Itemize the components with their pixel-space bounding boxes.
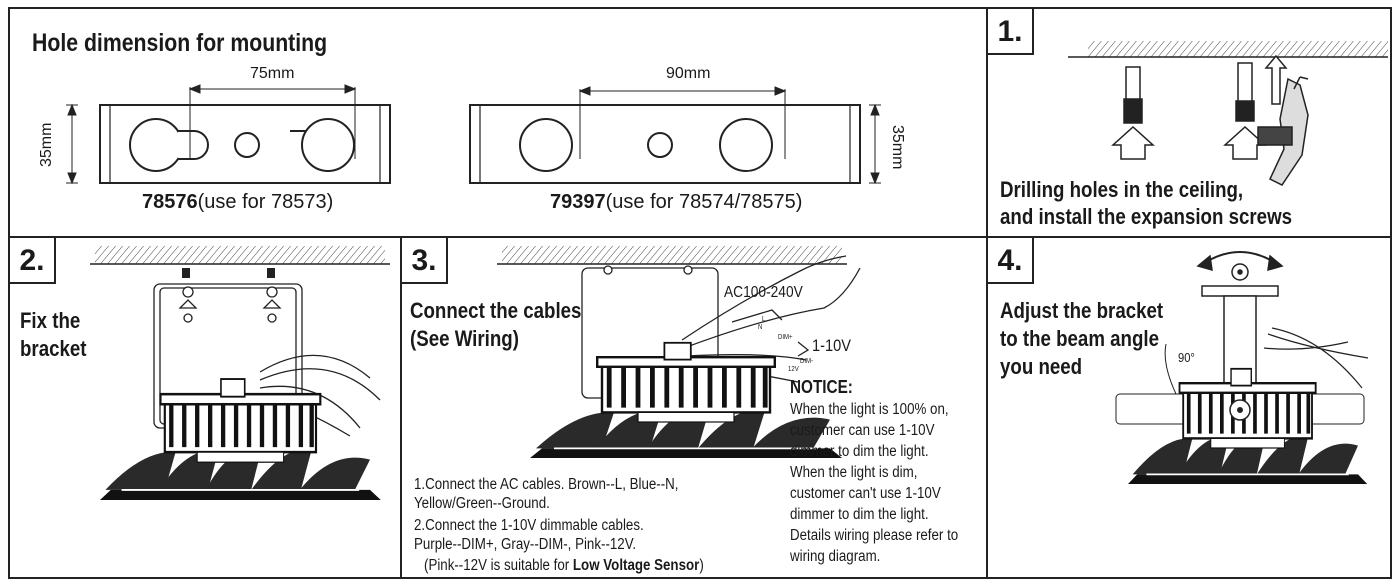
wire-n-label: N	[758, 324, 763, 331]
step1-panel: 1. Drilling holes in the ceiling, and in…	[986, 7, 1392, 238]
notice-line: customer can use 1-10V	[790, 422, 935, 439]
step4-panel: 4. Adjust the bracket to the beam angle …	[986, 236, 1392, 579]
notice-title: NOTICE:	[790, 377, 853, 397]
bracket-b-use: (use for 78574/78575)	[605, 191, 803, 213]
step1-caption-line1: Drilling holes in the ceiling,	[1000, 177, 1244, 202]
bracket-a-height-label: 35mm	[38, 122, 55, 167]
step4-drawing	[1115, 251, 1392, 579]
step2-caption-line2: bracket	[20, 336, 87, 361]
notice-line: dimmer to dim the light.	[790, 443, 929, 460]
hole-dimension-panel: Hole dimension for mounting	[8, 7, 988, 238]
step3-drawing	[497, 246, 861, 579]
step3-heading-line2: (See Wiring)	[410, 326, 519, 351]
step2-number: 2.	[10, 238, 56, 284]
drill-drawing	[1257, 76, 1309, 186]
step4-caption-line1: Adjust the bracket	[1000, 298, 1164, 323]
notice-line: wiring diagram.	[790, 548, 881, 565]
step4-caption-line2: to the beam angle	[1000, 326, 1159, 351]
sensor-note-prefix: (Pink--12V is suitable for	[424, 557, 573, 574]
bracket-drawings	[66, 84, 881, 185]
bracket-b-height-label: 35mm	[889, 125, 906, 170]
wire-dim-plus-label: DIM+	[778, 334, 793, 341]
bracket-b-width-label: 90mm	[666, 65, 711, 82]
step2-panel: 2. Fix the bracket	[8, 236, 402, 579]
sensor-note: (Pink--12V is suitable for Low Voltage S…	[424, 556, 704, 575]
step3-heading-line1: Connect the cables	[410, 298, 582, 323]
bracket-b-model: 79397	[550, 191, 606, 213]
bracket-a-caption: 78576(use for 78573)	[142, 191, 333, 214]
bracket-b-drawing	[469, 86, 881, 185]
expansion-screw-1	[1111, 66, 1155, 160]
wire-l-label: L	[762, 316, 766, 323]
expansion-screw-2	[1223, 54, 1288, 160]
instruction-line: 2.Connect the 1-10V dimmable cables.	[414, 517, 644, 534]
notice-line: When the light is 100% on,	[790, 401, 949, 418]
bracket-a-drawing	[66, 84, 391, 185]
wire-dim-minus-label: DIM-	[800, 358, 814, 365]
step2-drawing	[90, 246, 390, 579]
bracket-a-use: (use for 78573)	[197, 191, 334, 213]
bracket-a-model: 78576	[142, 191, 198, 213]
wire-12v-label: 12V	[788, 366, 799, 373]
step4-number: 4.	[988, 238, 1034, 284]
notice-line: Details wiring please refer to	[790, 527, 959, 544]
notice-line: dimmer to dim the light.	[790, 506, 929, 523]
step3-panel: 3. Connect the cables (See Wiring) AC100…	[400, 236, 988, 579]
step2-caption-line1: Fix the	[20, 308, 81, 333]
instruction-line: Purple--DIM+, Gray--DIM-, Pink--12V.	[414, 536, 637, 553]
sensor-note-bold: Low Voltage Sensor	[572, 557, 700, 574]
ac-voltage-label: AC100-240V	[724, 284, 803, 301]
beam-angle-label: 90°	[1178, 350, 1195, 365]
hole-dimension-title: Hole dimension for mounting	[32, 29, 328, 57]
instruction-line: 1.Connect the AC cables. Brown--L, Blue-…	[414, 476, 679, 493]
dim-voltage-label: 1-10V	[812, 336, 852, 355]
step1-number: 1.	[988, 9, 1034, 55]
step1-caption-line2: and install the expansion screws	[1000, 204, 1293, 229]
instruction-line: Yellow/Green--Ground.	[414, 495, 550, 512]
step4-caption-line3: you need	[1000, 354, 1083, 379]
sensor-note-suffix: )	[699, 557, 704, 574]
bracket-a-width-label: 75mm	[250, 65, 295, 82]
step3-number: 3.	[402, 238, 448, 284]
notice-line: customer can't use 1-10V	[790, 485, 941, 502]
bracket-b-caption: 79397(use for 78574/78575)	[550, 191, 802, 214]
step1-drawing	[1068, 41, 1388, 186]
notice-line: When the light is dim,	[790, 464, 918, 481]
